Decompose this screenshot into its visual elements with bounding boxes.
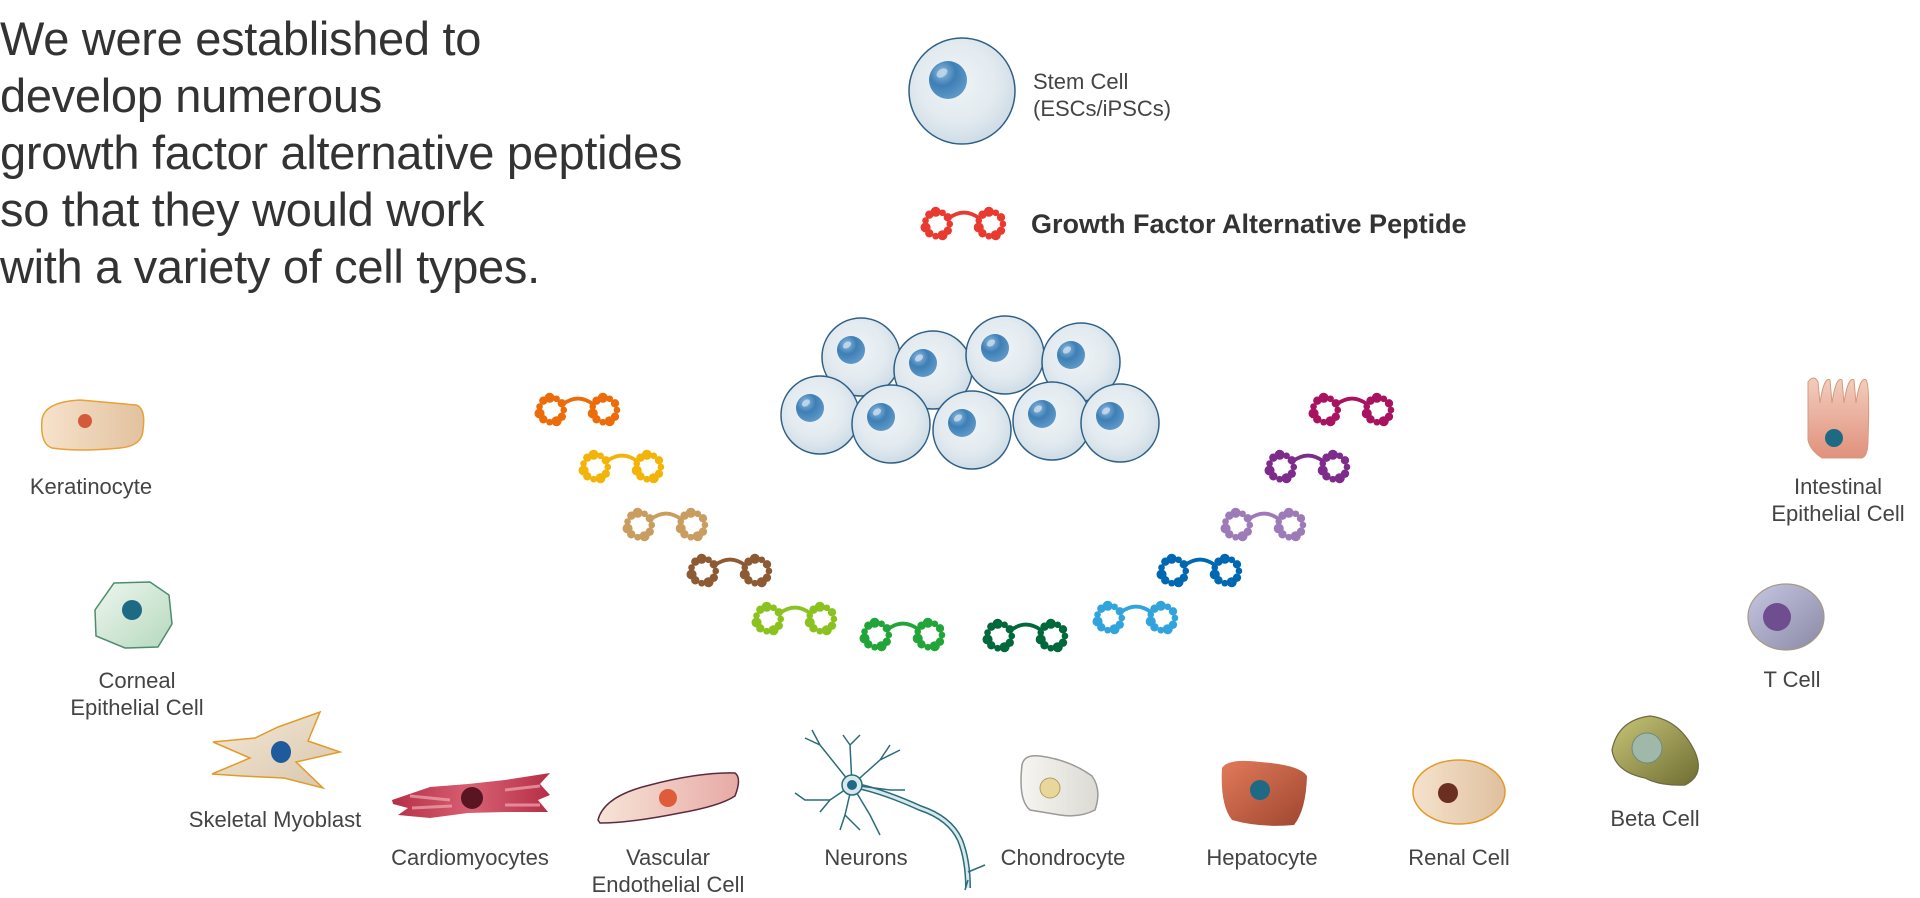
peptide <box>622 507 709 542</box>
intestinal-epithelial-cell-icon <box>1807 377 1870 459</box>
label-line: Epithelial Cell <box>1771 501 1905 526</box>
t-cell-icon <box>1747 583 1825 651</box>
stem-cell-icon <box>908 37 1016 145</box>
stem-cell <box>1041 322 1121 402</box>
label-line: Endothelial Cell <box>591 872 745 897</box>
peptide <box>1220 507 1307 542</box>
peptide <box>1156 553 1243 588</box>
peptide <box>534 392 621 427</box>
stem-cell-label: Stem Cell (ESCs/iPSCs) <box>1033 68 1171 122</box>
headline: We were established to develop numerous … <box>0 10 682 295</box>
chondrocyte-label: Chondrocyte <box>1000 845 1126 870</box>
peptide-label: Growth Factor Alternative Peptide <box>1031 209 1467 239</box>
corneal-epithelial-cell-label: Corneal Epithelial Cell <box>70 667 203 721</box>
headline-line: growth factor alternative peptides <box>0 126 683 179</box>
beta-cell-icon <box>1611 715 1699 786</box>
stem-cell-label-line1: Stem Cell <box>1033 69 1129 94</box>
vascular-endothelial-cell-label: Vascular Endothelial Cell <box>592 844 745 898</box>
label-line: Intestinal <box>1793 474 1883 499</box>
stem-cell <box>893 330 973 410</box>
stem-cell <box>932 390 1012 470</box>
cardiomyocyte-icon <box>392 773 550 818</box>
peptide <box>686 553 773 588</box>
headline-line: so that they would work <box>0 183 485 236</box>
chondrocyte-icon <box>1020 754 1099 817</box>
neuron-icon <box>794 729 986 891</box>
peptide <box>982 618 1069 653</box>
skeletal-myoblast-icon <box>211 710 343 790</box>
stem-cell <box>851 384 931 464</box>
vascular-endothelial-cell-icon <box>597 772 740 824</box>
label-line: Epithelial Cell <box>70 695 204 720</box>
peptide <box>1308 392 1395 427</box>
headline-line: We were established to <box>0 12 482 65</box>
peptide-icon <box>920 206 1007 241</box>
peptide <box>920 206 1007 241</box>
cardiomyocytes-label: Cardiomyocytes <box>391 845 549 870</box>
stem-cell-cluster <box>780 315 1160 470</box>
stem-cell <box>1080 383 1160 463</box>
peptide <box>1264 449 1351 484</box>
renal-cell-icon <box>1412 759 1506 825</box>
intestinal-epithelial-cell-label: Intestinal Epithelial Cell <box>1771 473 1904 527</box>
headline-line: with a variety of cell types. <box>0 240 540 293</box>
hepatocyte-icon <box>1221 760 1307 826</box>
stem-cell-label-line2: (ESCs/iPSCs) <box>1033 96 1172 121</box>
corneal-epithelial-cell-icon <box>94 581 173 649</box>
peptide <box>859 617 946 652</box>
beta-cell-label: Beta Cell <box>1610 806 1700 831</box>
peptide-arc <box>534 392 1395 653</box>
renal-cell-label: Renal Cell <box>1408 845 1510 870</box>
skeletal-myoblast-label: Skeletal Myoblast <box>188 807 362 832</box>
stem-cell <box>780 375 860 455</box>
keratinocyte-label: Keratinocyte <box>29 474 153 499</box>
peptide <box>1092 600 1179 635</box>
label-line: Corneal <box>98 668 176 693</box>
stem-cell <box>1012 381 1092 461</box>
peptide <box>578 449 665 484</box>
stem-cell <box>965 315 1045 395</box>
keratinocyte-icon <box>40 399 145 451</box>
t-cell-label: T Cell <box>1763 667 1821 692</box>
label-line: Vascular <box>626 845 710 870</box>
hepatocyte-label: Hepatocyte <box>1206 845 1318 870</box>
neurons-label: Neurons <box>824 845 908 870</box>
peptide <box>751 601 838 636</box>
headline-line: develop numerous <box>0 69 382 122</box>
